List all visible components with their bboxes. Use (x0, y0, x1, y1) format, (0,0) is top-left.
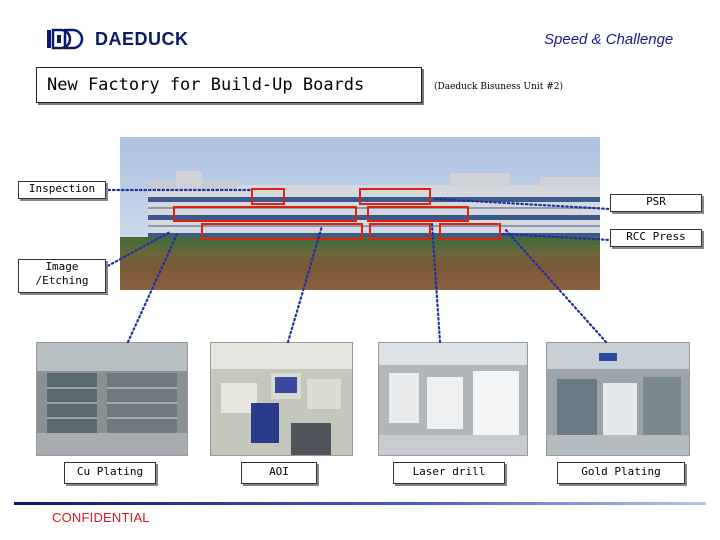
footer-divider (14, 502, 706, 505)
dd-logo-icon (47, 28, 84, 50)
image-etching-line2: /Etching (35, 274, 89, 287)
brand-name: DAEDUCK (95, 29, 189, 49)
factory-photo (120, 137, 600, 290)
aoi-label: AOI (241, 462, 317, 484)
page-subtitle: (Daeduck Bisuness Unit #2) (434, 82, 563, 92)
page-title: New Factory for Build-Up Boards (47, 75, 365, 95)
laser-drill-label: Laser drill (393, 462, 505, 484)
image-etching-label: Image /Etching (18, 259, 106, 293)
psr-label: PSR (610, 194, 702, 212)
title-box (36, 67, 422, 103)
gold-plating-photo (546, 342, 690, 456)
aoi-photo (210, 342, 353, 456)
inspection-label: Inspection (18, 181, 106, 199)
slogan: Speed & Challenge (544, 31, 674, 48)
confidential-notice: CONFIDENTIAL (52, 510, 150, 525)
laser-drill-photo (378, 342, 528, 456)
cu-plating-photo (36, 342, 188, 456)
rcc-press-label: RCC Press (610, 229, 702, 247)
gold-plating-label: Gold Plating (557, 462, 685, 484)
cu-plating-label: Cu Plating (64, 462, 156, 484)
image-etching-line1: Image (45, 260, 79, 273)
